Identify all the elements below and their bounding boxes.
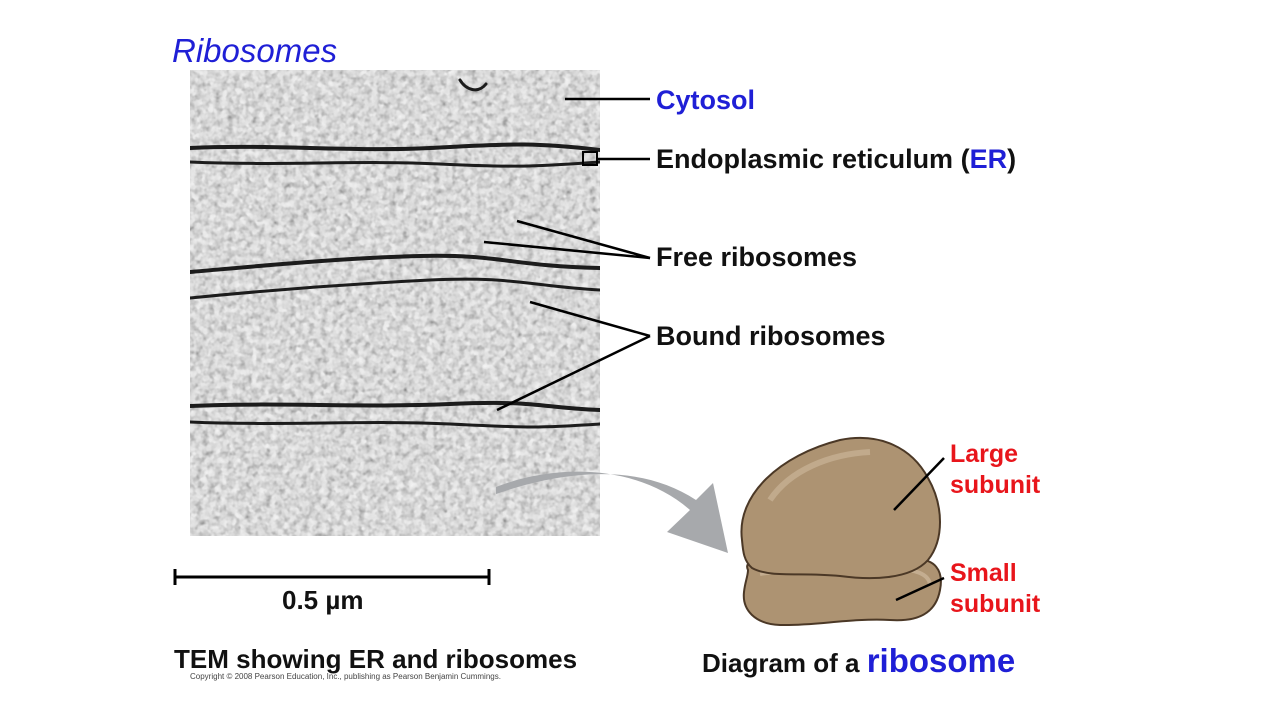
er-marker-box [582,151,598,166]
scale-bar [173,569,491,585]
bound-ribosomes-leader-1 [529,300,651,338]
er-abbrev: ER [969,144,1008,174]
free-ribosomes-leader-2 [483,240,651,260]
label-small-subunit: Small subunit [950,558,1040,620]
diagram-caption-word: ribosome [866,642,1016,679]
large-subunit-line-1: Large [950,440,1019,468]
scale-bar-label: 0.5 µm [282,585,364,615]
diagram-caption: Diagram of a ribosome [702,642,1015,680]
ribosome-diagram [740,436,942,627]
er-prefix: Endoplasmic reticulum ( [656,144,970,174]
bound-ribosomes-leader-2 [496,334,651,412]
copyright-notice: Copyright © 2008 Pearson Education, Inc.… [190,672,501,681]
large-subunit-leader [893,457,945,511]
small-subunit-line-2: subunit [950,590,1041,618]
curved-arrow-icon [496,471,728,553]
small-subunit-leader [895,576,945,602]
large-subunit-shape [740,436,941,580]
diagram-caption-prefix: Diagram of a [702,648,867,678]
label-cytosol: Cytosol [656,85,756,115]
label-large-subunit: Large subunit [950,439,1040,501]
small-subunit-line-1: Small [950,559,1017,587]
slide-title: Ribosomes [172,32,338,69]
label-endoplasmic-reticulum: Endoplasmic reticulum (ER) [656,144,1016,175]
label-bound-ribosomes: Bound ribosomes [656,321,886,351]
label-free-ribosomes: Free ribosomes [656,242,858,272]
large-subunit-line-2: subunit [950,471,1041,499]
free-ribosomes-leader-1 [516,219,651,260]
er-suffix: ) [1007,144,1017,174]
large-subunit-highlight [767,449,871,502]
tem-caption: TEM showing ER and ribosomes [174,644,578,674]
